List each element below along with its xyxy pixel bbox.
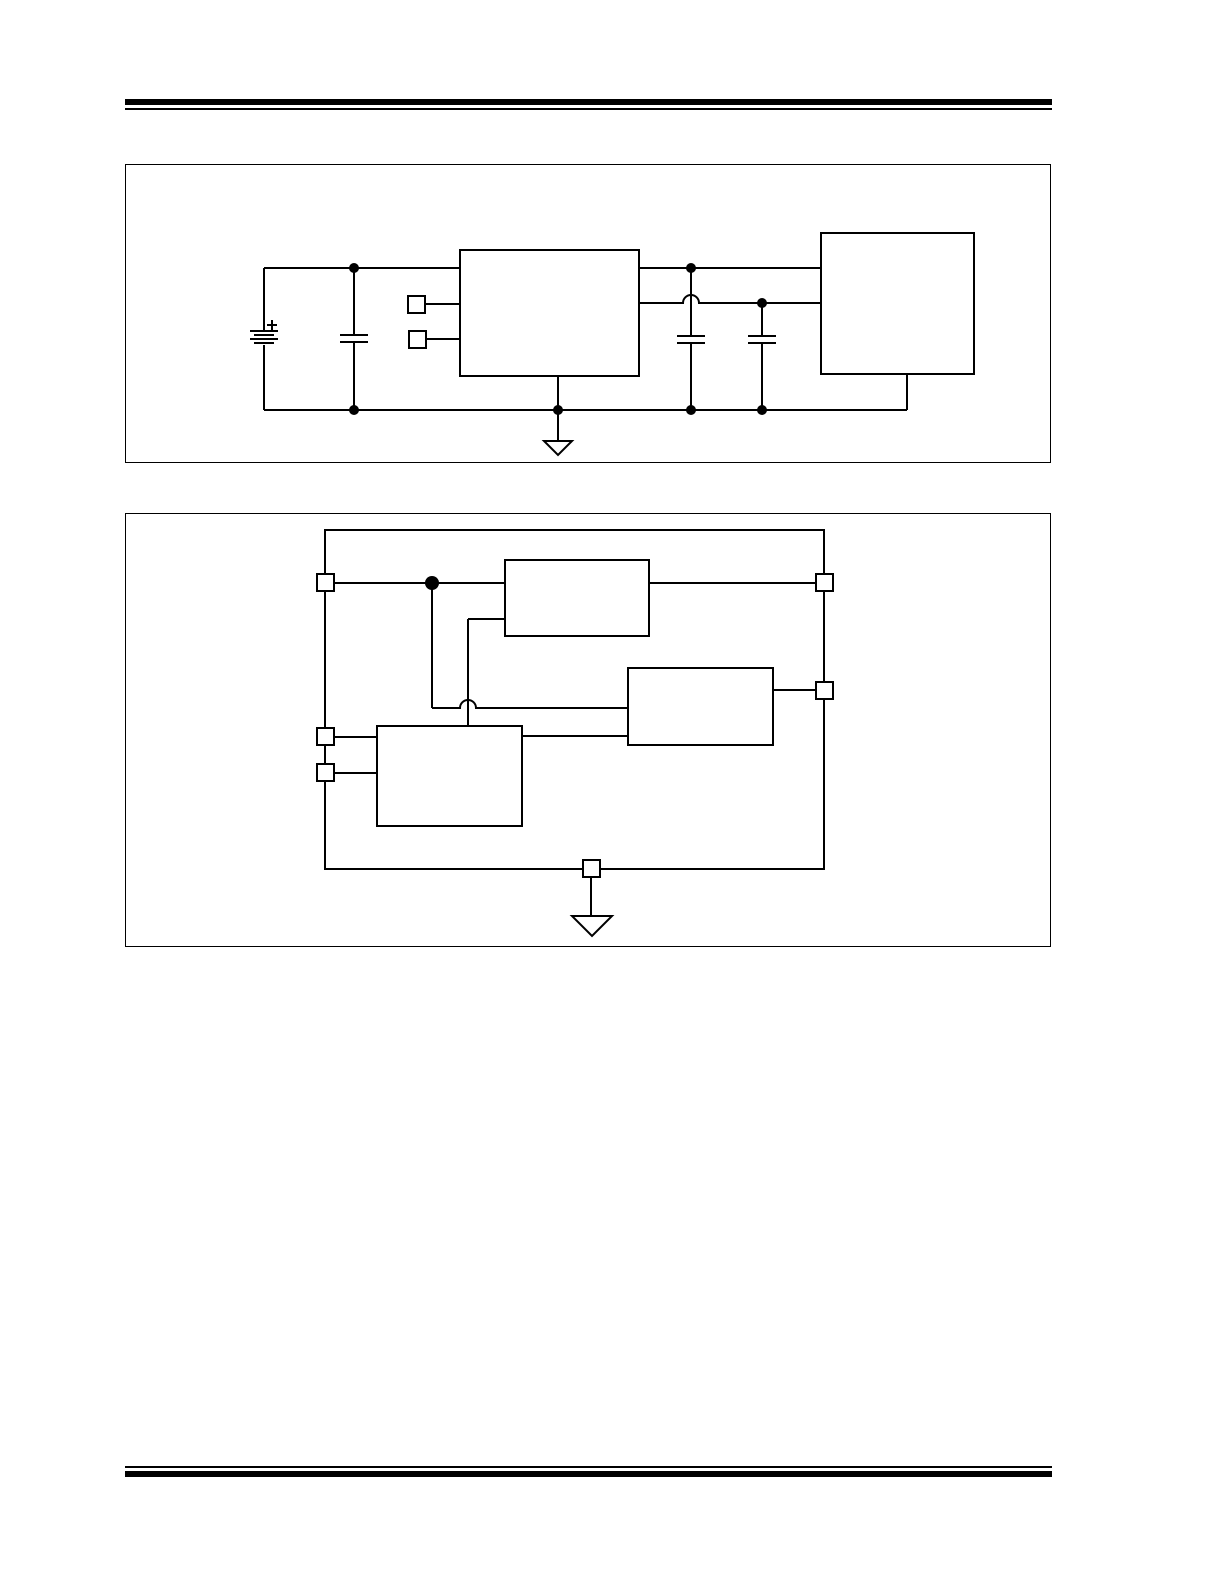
regulator-ic-block bbox=[459, 249, 640, 377]
pin-input bbox=[316, 573, 335, 592]
output-capacitor-1 bbox=[677, 268, 705, 410]
footer-rule-thin bbox=[125, 1466, 1052, 1468]
input-pin-2 bbox=[408, 330, 427, 349]
battery-symbol bbox=[250, 268, 278, 410]
pin-output-1 bbox=[815, 573, 834, 592]
junction-dot bbox=[349, 263, 359, 273]
load-block bbox=[820, 232, 975, 375]
function-block-bottom bbox=[376, 725, 523, 827]
function-block-top bbox=[504, 559, 650, 637]
junction-dot bbox=[686, 263, 696, 273]
pin-control-1 bbox=[316, 727, 335, 746]
functional-block-diagram bbox=[316, 529, 834, 938]
input-capacitor bbox=[340, 268, 368, 410]
output-rail-2-wire bbox=[639, 294, 821, 304]
functional-block-diagram-figure bbox=[125, 513, 1051, 947]
ground-symbol bbox=[569, 915, 615, 938]
pin-ground bbox=[582, 859, 601, 878]
input-pin-1 bbox=[407, 295, 426, 314]
pin-output-2 bbox=[815, 681, 834, 700]
junction-dot bbox=[349, 405, 359, 415]
ground-symbol bbox=[541, 410, 575, 457]
junction-dot bbox=[686, 405, 696, 415]
junction-dot bbox=[757, 298, 767, 308]
footer-rule-thick bbox=[125, 1471, 1052, 1477]
typical-application-schematic bbox=[250, 232, 975, 457]
pin-control-2 bbox=[316, 763, 335, 782]
output-capacitor-2 bbox=[748, 303, 776, 410]
header-rule-thin bbox=[125, 108, 1052, 110]
junction-dot bbox=[757, 405, 767, 415]
typical-application-figure bbox=[125, 164, 1051, 463]
function-block-right bbox=[627, 667, 774, 746]
header-rule-thick bbox=[125, 99, 1052, 105]
